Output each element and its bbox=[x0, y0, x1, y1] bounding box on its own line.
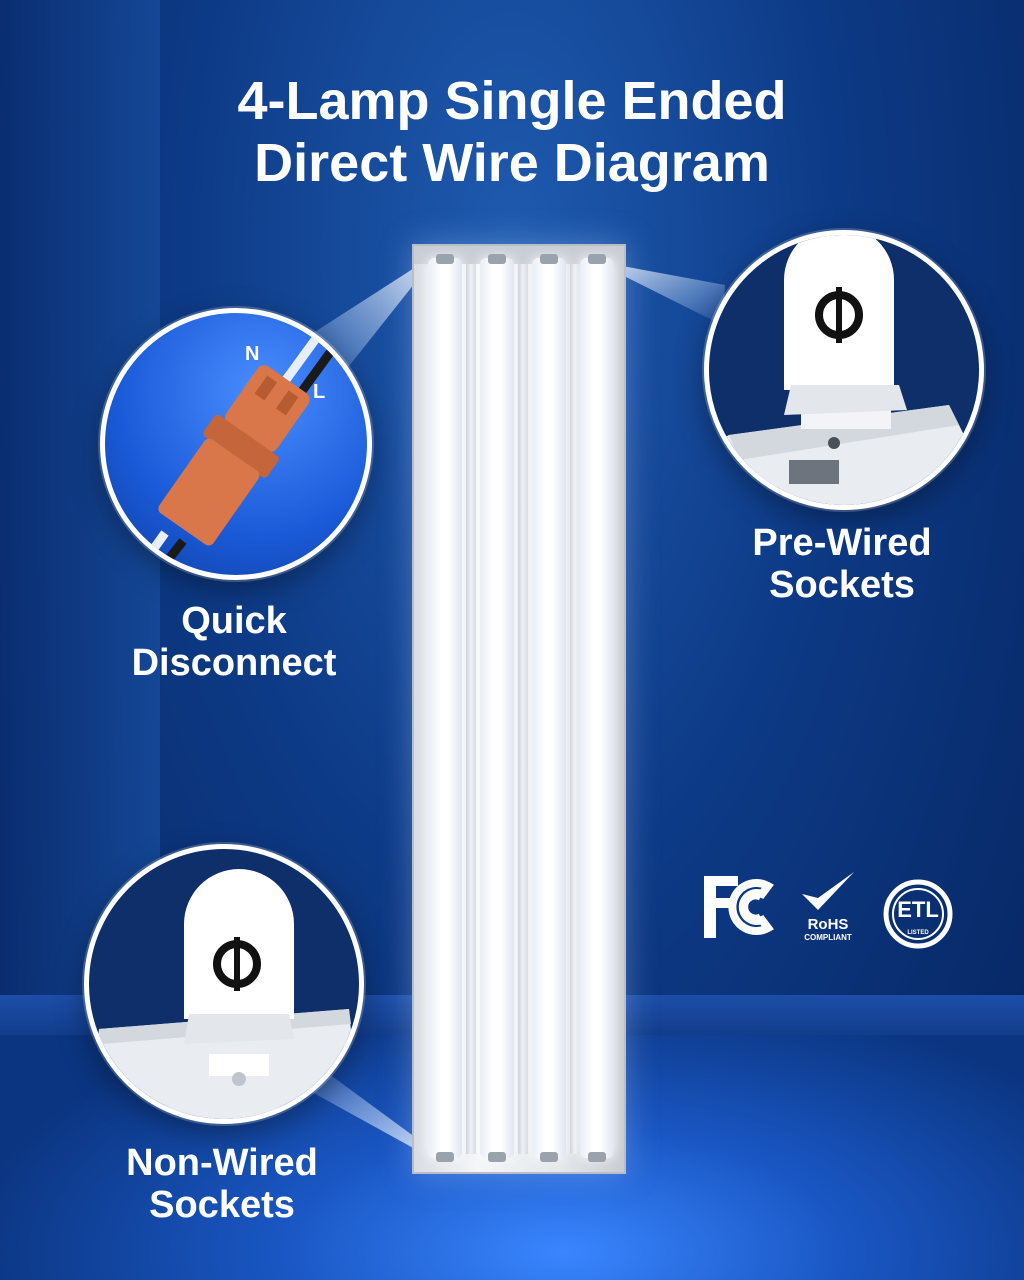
etl-text: ETL bbox=[897, 897, 939, 922]
rohs-checkmark-icon bbox=[802, 872, 854, 910]
title-line-2: Direct Wire Diagram bbox=[254, 133, 770, 193]
etl-logo: ETL LISTED bbox=[882, 878, 954, 950]
non-wired-sockets-callout bbox=[84, 844, 364, 1124]
pre-wired-socket-icon bbox=[709, 235, 979, 505]
four-lamp-fixture bbox=[412, 244, 626, 1174]
quick-disconnect-label-line-2: Disconnect bbox=[131, 642, 337, 684]
callout-beam-right-top bbox=[606, 263, 725, 325]
quick-disconnect-callout: N L bbox=[100, 308, 372, 580]
fcc-mark-icon bbox=[704, 876, 774, 938]
fixture-endcap bbox=[414, 246, 624, 264]
rohs-subtext: COMPLIANT bbox=[804, 933, 852, 942]
rohs-text: RoHS bbox=[807, 916, 849, 933]
pre-wired-label-line-2: Sockets bbox=[769, 564, 915, 606]
callout-beam-left-bottom bbox=[290, 1060, 438, 1160]
page-title: 4-Lamp Single Ended Direct Wire Diagram bbox=[0, 70, 1024, 194]
lamp-divider bbox=[570, 264, 580, 1154]
lamp-tube-1 bbox=[428, 254, 462, 1162]
non-wired-label-line-1: Non-Wired bbox=[126, 1142, 318, 1184]
quick-disconnect-label: Quick Disconnect bbox=[100, 600, 368, 684]
lamp-divider bbox=[466, 264, 476, 1154]
neutral-wire-label: N bbox=[245, 343, 260, 365]
etl-subtext: LISTED bbox=[907, 930, 929, 936]
lamp-tube-4 bbox=[580, 254, 614, 1162]
etl-circle-icon bbox=[883, 879, 953, 949]
pre-wired-label-line-1: Pre-Wired bbox=[752, 522, 932, 564]
non-wired-label-line-2: Sockets bbox=[149, 1184, 295, 1226]
non-wired-sockets-label: Non-Wired Sockets bbox=[84, 1142, 360, 1226]
lamp-tube-3 bbox=[532, 254, 566, 1162]
quick-disconnect-connector-icon bbox=[131, 328, 342, 575]
lamp-tube-2 bbox=[480, 254, 514, 1162]
line-wire-label: L bbox=[313, 381, 326, 403]
quick-disconnect-label-line-1: Quick bbox=[181, 600, 287, 642]
non-wired-socket-icon bbox=[89, 869, 359, 1119]
pre-wired-sockets-callout bbox=[704, 230, 984, 510]
rohs-logo: RoHS COMPLIANT bbox=[796, 872, 860, 950]
pre-wired-sockets-label: Pre-Wired Sockets bbox=[704, 522, 980, 606]
title-line-1: 4-Lamp Single Ended bbox=[237, 71, 787, 131]
lamp-divider bbox=[518, 264, 528, 1154]
fcc-logo: FC bbox=[698, 872, 774, 942]
